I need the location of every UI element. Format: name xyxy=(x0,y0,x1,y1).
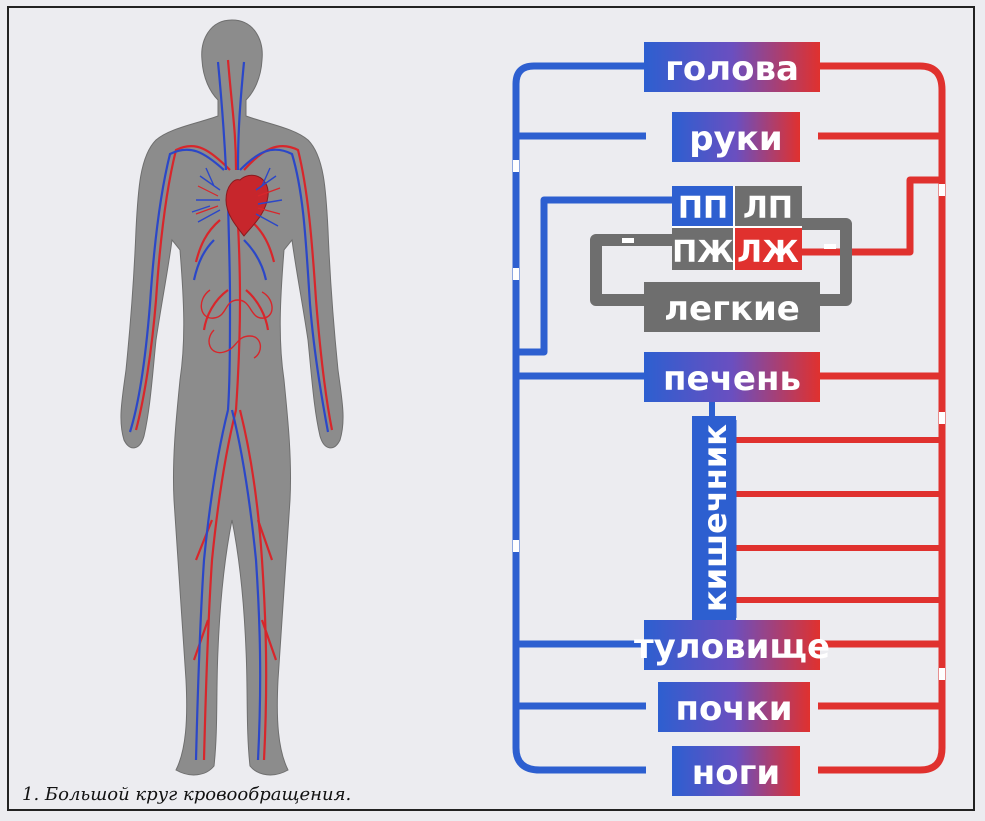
organ-intestine-label: кишечник xyxy=(696,424,734,612)
organ-lungs-box: легкие xyxy=(644,282,820,332)
organ-legs-label: ноги xyxy=(692,753,780,793)
organ-arms-label: руки xyxy=(689,119,782,159)
organ-trunk-box: туловище xyxy=(634,620,830,670)
left-ventricle-label: ЛЖ xyxy=(737,235,799,270)
organ-intestine-box: кишечник xyxy=(692,416,736,620)
organ-kidneys-label: почки xyxy=(675,689,792,729)
organ-liver-label: печень xyxy=(663,359,801,399)
organ-trunk-label: туловище xyxy=(634,627,830,667)
organ-head-label: голова xyxy=(665,49,799,89)
organ-kidneys-box: почки xyxy=(658,682,810,732)
right-ventricle-label: ПЖ xyxy=(672,235,734,270)
human-body-illustration xyxy=(121,20,343,775)
organ-legs-box: ноги xyxy=(672,746,800,796)
left-atrium-label: ЛП xyxy=(743,191,793,226)
heart-chambers: ПП ЛП ПЖ ЛЖ xyxy=(672,186,802,270)
organ-head-box: голова xyxy=(644,42,820,92)
organ-liver-box: печень xyxy=(644,352,820,402)
organ-lungs-label: легкие xyxy=(664,289,800,329)
organ-arms-box: руки xyxy=(672,112,800,162)
figure-caption: 1. Большой круг кровообращения. xyxy=(22,784,351,805)
body-silhouette xyxy=(121,20,343,775)
right-atrium-label: ПП xyxy=(678,191,728,226)
